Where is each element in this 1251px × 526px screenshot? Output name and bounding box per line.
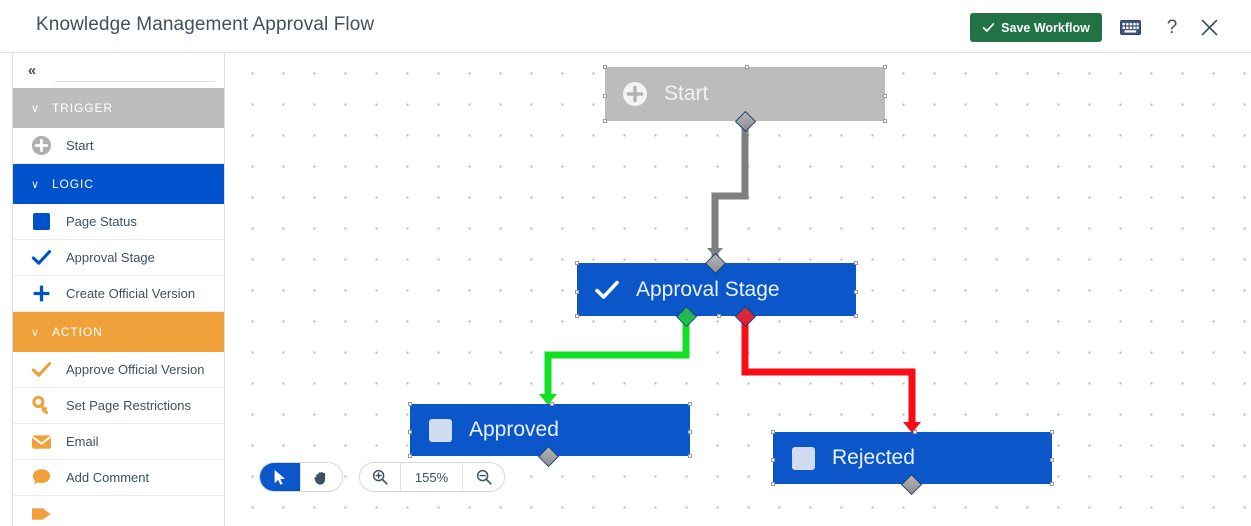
cursor-icon xyxy=(274,469,285,485)
zoom-group: 155% xyxy=(359,462,505,492)
palette-group-action[interactable]: ∨ ACTION xyxy=(13,312,224,352)
circle-plus-icon xyxy=(31,135,52,156)
zoom-out-icon xyxy=(476,469,492,485)
check-icon xyxy=(31,359,52,380)
palette-group-label: TRIGGER xyxy=(51,101,113,115)
square-icon xyxy=(427,417,453,443)
node-label: Approved xyxy=(469,418,559,441)
plus-icon xyxy=(31,283,52,304)
sidebar-item-approval-stage[interactable]: Approval Stage xyxy=(13,240,224,276)
zoom-in-icon xyxy=(372,469,388,485)
envelope-icon xyxy=(31,431,52,452)
keyboard-shortcuts-button[interactable] xyxy=(1115,13,1145,42)
save-workflow-label: Save Workflow xyxy=(1001,20,1090,35)
node-label: Approval Stage xyxy=(636,277,780,301)
sidebar-item-start[interactable]: Start xyxy=(13,128,224,164)
close-button[interactable] xyxy=(1194,13,1224,42)
square-icon xyxy=(31,211,52,232)
chevron-down-icon: ∨ xyxy=(31,326,40,339)
help-button[interactable]: ? xyxy=(1157,13,1187,42)
sidebar-item-approve-official-version[interactable]: Approve Official Version xyxy=(13,352,224,388)
node-label: Rejected xyxy=(832,446,915,469)
sidebar-item-label: Approve Official Version xyxy=(66,362,205,377)
tool-mode-group xyxy=(259,462,343,492)
collapse-sidebar-button[interactable]: « xyxy=(18,56,46,84)
sidebar-item-label: Start xyxy=(66,138,94,153)
sidebar-item-add-comment[interactable]: Add Comment xyxy=(13,460,224,496)
page-title: Knowledge Management Approval Flow xyxy=(36,14,375,35)
sidebar-item-page-status[interactable]: Page Status xyxy=(13,204,224,240)
workflow-canvas[interactable]: Start Approval Stage App xyxy=(231,53,1251,526)
sidebar-item-label: Approval Stage xyxy=(66,250,155,265)
select-tool-button[interactable] xyxy=(260,463,301,491)
check-icon xyxy=(31,247,52,268)
close-icon xyxy=(1201,19,1217,36)
check-icon xyxy=(982,23,995,32)
sidebar-item-label: Page Status xyxy=(66,214,137,229)
chevron-down-icon: ∨ xyxy=(31,102,40,115)
edge-approval-to-approved xyxy=(539,319,690,405)
zoom-out-button[interactable] xyxy=(463,463,504,491)
comment-icon xyxy=(31,467,52,488)
edge-start-to-approval xyxy=(707,121,749,259)
save-workflow-button[interactable]: Save Workflow xyxy=(970,13,1102,42)
help-icon: ? xyxy=(1166,16,1178,38)
sidebar-item-label: Email xyxy=(66,434,99,449)
node-palette-sidebar: « ∨ TRIGGER Start ∨ LOGIC Page Status xyxy=(12,53,225,526)
check-icon xyxy=(594,277,620,303)
sidebar-item-label: Create Official Version xyxy=(66,286,196,301)
sidebar-item-set-page-restrictions[interactable]: Set Page Restrictions xyxy=(13,388,224,424)
palette-search-row: « xyxy=(13,53,224,88)
edge-approval-to-rejected xyxy=(741,319,921,433)
palette-group-label: ACTION xyxy=(51,325,103,339)
palette-group-logic[interactable]: ∨ LOGIC xyxy=(13,164,224,204)
node-rejected[interactable]: Rejected xyxy=(773,432,1052,484)
node-label: Start xyxy=(664,82,709,105)
chevron-down-icon: ∨ xyxy=(31,178,40,191)
app-header: Knowledge Management Approval Flow Save … xyxy=(0,0,1251,53)
hand-icon xyxy=(314,471,326,485)
palette-group-label: LOGIC xyxy=(51,177,94,191)
zoom-in-button[interactable] xyxy=(360,463,401,491)
square-icon xyxy=(790,445,816,471)
canvas-toolbar: 155% xyxy=(259,462,505,492)
key-icon xyxy=(31,395,52,416)
palette-group-trigger[interactable]: ∨ TRIGGER xyxy=(13,88,224,128)
edge-layer xyxy=(539,121,921,433)
palette-search-input[interactable] xyxy=(55,58,215,82)
chevron-double-left-icon: « xyxy=(27,61,37,79)
sidebar-item-label: Add Comment xyxy=(66,470,150,485)
sidebar-item-email[interactable]: Email xyxy=(13,424,224,460)
zoom-level-display[interactable]: 155% xyxy=(401,463,463,491)
circle-plus-icon xyxy=(622,81,648,107)
pan-tool-button[interactable] xyxy=(301,463,342,491)
sidebar-item-label: Set Page Restrictions xyxy=(66,398,192,413)
sidebar-item-create-official-version[interactable]: Create Official Version xyxy=(13,276,224,312)
keyboard-icon xyxy=(1119,20,1141,35)
label-tag-icon xyxy=(31,503,52,524)
sidebar-item-label-page[interactable] xyxy=(13,496,224,526)
